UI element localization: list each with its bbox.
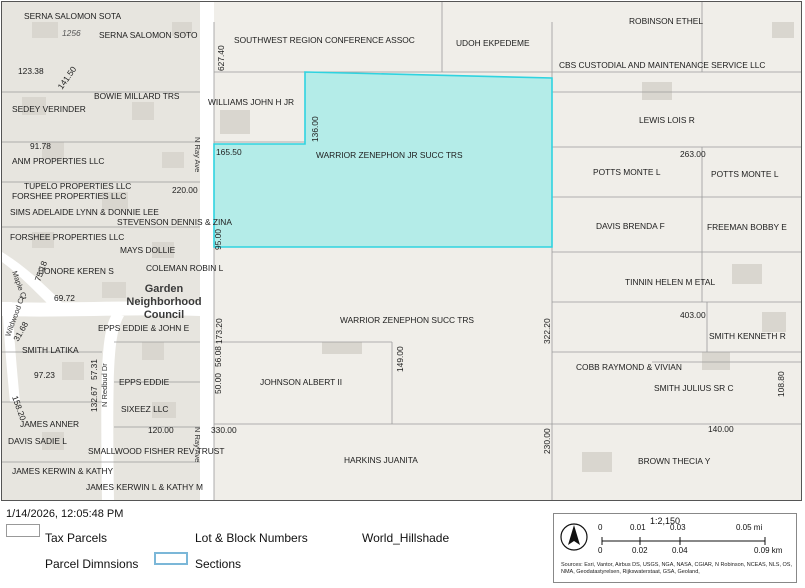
owner-label: COLEMAN ROBIN L bbox=[146, 263, 224, 273]
dimension-label: 56.08 bbox=[213, 346, 223, 367]
owner-label: UDOH EKPEDEME bbox=[456, 38, 530, 48]
tax-parcels-swatch bbox=[6, 524, 40, 537]
owner-label: JAMES KERWIN & KATHY bbox=[12, 466, 114, 476]
owner-label: COBB RAYMOND & VIVIAN bbox=[576, 362, 682, 372]
owner-label: ROBINSON ETHEL bbox=[629, 16, 703, 26]
owner-label: SMALLWOOD FISHER REV TRUST bbox=[88, 446, 225, 456]
dimension-labels: 627.40 123.38 141.50 136.00 91.78 165.50… bbox=[10, 45, 786, 454]
neighborhood-label-line2: Neighborhood bbox=[126, 296, 201, 308]
dimension-label: 50.00 bbox=[213, 373, 223, 394]
building-footprints bbox=[22, 22, 794, 472]
owner-label: MAYS DOLLIE bbox=[120, 245, 176, 255]
owner-label: DAVIS SADIE L bbox=[8, 436, 67, 446]
owner-label: EPPS EDDIE & JOHN E bbox=[98, 323, 190, 333]
road-label-n-ray-ave-north: N Ray Ave bbox=[193, 137, 202, 172]
owner-label: EPPS EDDIE bbox=[119, 377, 170, 387]
neighborhood-label-line1: Garden bbox=[145, 283, 184, 295]
scale-mi-tick: 0.01 bbox=[630, 523, 646, 532]
scale-bar bbox=[601, 537, 766, 545]
owner-label: TUPELO PROPERTIES LLC bbox=[24, 181, 131, 191]
road-label-n-redbud-dr: N Redbud Dr bbox=[100, 363, 109, 407]
legend-tax-parcels: Tax Parcels bbox=[45, 531, 108, 545]
owner-label: BROWN THECIA Y bbox=[638, 456, 711, 466]
dimension-label: 57.31 bbox=[89, 359, 99, 380]
owner-label: FORSHEE PROPERTIES LLC bbox=[10, 232, 124, 242]
owner-label: POTTS MONTE L bbox=[711, 169, 779, 179]
dimension-label: 220.00 bbox=[172, 185, 198, 195]
dimension-label: 136.00 bbox=[310, 116, 320, 142]
owner-label: SMITH JULIUS SR C bbox=[654, 383, 734, 393]
dimension-label: 140.00 bbox=[708, 424, 734, 434]
owner-label: BOWIE MILLARD TRS bbox=[94, 91, 180, 101]
dimension-label: 330.00 bbox=[211, 425, 237, 435]
owner-label: ANM PROPERTIES LLC bbox=[12, 156, 104, 166]
road-label-n-ray-ave-south: N Ray Ave bbox=[193, 427, 202, 462]
print-timestamp: 1/14/2026, 12:05:48 PM bbox=[6, 508, 124, 520]
owner-label: SMITH KENNETH R bbox=[709, 331, 786, 341]
section-highlight[interactable] bbox=[213, 71, 553, 248]
sections-swatch bbox=[154, 552, 188, 565]
owner-label: LEWIS LOIS R bbox=[639, 115, 695, 125]
owner-label: TINNIN HELEN M ETAL bbox=[625, 277, 715, 287]
owner-label: SEDEY VERINDER bbox=[12, 104, 86, 114]
dimension-label: 123.38 bbox=[18, 66, 44, 76]
owner-label: FORSHEE PROPERTIES LLC bbox=[12, 191, 126, 201]
neighborhood-label-line3: Council bbox=[144, 309, 184, 321]
legend-lot-block-numbers: Lot & Block Numbers bbox=[195, 531, 308, 545]
attribution-text: Sources: Esri, Vantor, Airbus DS, USGS, … bbox=[561, 562, 792, 575]
owner-label: HONORE KEREN S bbox=[38, 266, 114, 276]
dimension-label: 149.00 bbox=[395, 346, 405, 372]
owner-label: SERNA SALOMON SOTO bbox=[99, 30, 198, 40]
scale-km-tick: 0.09 km bbox=[754, 546, 783, 555]
owner-label: JAMES KERWIN L & KATHY M bbox=[86, 482, 203, 492]
scale-km-tick: 0 bbox=[598, 546, 603, 555]
dimension-label: 132.67 bbox=[89, 386, 99, 412]
owner-label: HARKINS JUANITA bbox=[344, 455, 418, 465]
map-frame[interactable]: Garden Neighborhood Council N Ray Ave N … bbox=[1, 1, 802, 501]
dimension-label: 97.23 bbox=[34, 370, 55, 380]
owner-label: SERNA SALOMON SOTA bbox=[24, 11, 122, 21]
owner-label: WARRIOR ZENEPHON SUCC TRS bbox=[340, 315, 474, 325]
owner-label: SIMS ADELAIDE LYNN & DONNIE LEE bbox=[10, 207, 159, 217]
dimension-label: 120.00 bbox=[148, 425, 174, 435]
scale-mi-tick: 0.03 bbox=[670, 523, 686, 532]
owner-label: SIXEEZ LLC bbox=[121, 404, 168, 414]
owner-label: DAVIS BRENDA F bbox=[596, 221, 665, 231]
address-label: 1256 bbox=[62, 28, 81, 38]
dimension-label: 165.50 bbox=[216, 147, 242, 157]
scale-km-tick: 0.02 bbox=[632, 546, 648, 555]
dimension-label: 322.20 bbox=[542, 318, 552, 344]
dimension-label: 173.20 bbox=[214, 318, 224, 344]
legend-world-hillshade: World_Hillshade bbox=[362, 531, 450, 545]
scale-mi-tick: 0 bbox=[598, 523, 603, 532]
owner-label: SMITH LATIKA bbox=[22, 345, 79, 355]
legend-sections: Sections bbox=[195, 557, 242, 571]
owner-label: JAMES ANNER bbox=[20, 419, 79, 429]
owner-label: WILLIAMS JOHN H JR bbox=[208, 97, 294, 107]
scale-mi-tick: 0.05 mi bbox=[736, 523, 763, 532]
roads bbox=[2, 2, 214, 500]
owner-label: SOUTHWEST REGION CONFERENCE ASSOC bbox=[234, 35, 415, 45]
dimension-label: 403.00 bbox=[680, 310, 706, 320]
owner-label: CBS CUSTODIAL AND MAINTENANCE SERVICE LL… bbox=[559, 60, 765, 70]
dimension-label: 91.78 bbox=[30, 141, 51, 151]
owner-label: FREEMAN BOBBY E bbox=[707, 222, 787, 232]
dimension-label: 108.80 bbox=[776, 371, 786, 397]
dimension-label: 69.72 bbox=[54, 293, 75, 303]
owner-labels: SERNA SALOMON SOTA SERNA SALOMON SOTO 12… bbox=[8, 11, 787, 492]
scale-ratio: 1:2,150 bbox=[650, 516, 681, 526]
scale-bar-panel: 1:2,150 0 0.01 0.03 0.05 mi 0 0.02 0.04 … bbox=[553, 513, 797, 583]
dimension-label: 263.00 bbox=[680, 149, 706, 159]
owner-label: JOHNSON ALBERT II bbox=[260, 377, 342, 387]
scale-km-tick: 0.04 bbox=[672, 546, 688, 555]
owner-label: POTTS MONTE L bbox=[593, 167, 661, 177]
north-arrow-icon bbox=[560, 523, 588, 551]
dimension-label: 95.00 bbox=[213, 229, 223, 250]
map-canvas[interactable]: Garden Neighborhood Council N Ray Ave N … bbox=[2, 2, 802, 501]
dimension-label: 627.40 bbox=[216, 45, 226, 71]
owner-label: STEVENSON DENNIS & ZINA bbox=[117, 217, 232, 227]
dimension-label: 230.00 bbox=[542, 428, 552, 454]
owner-label: WARRIOR ZENEPHON JR SUCC TRS bbox=[316, 150, 463, 160]
legend-parcel-dimensions: Parcel Dimnsions bbox=[45, 557, 139, 571]
